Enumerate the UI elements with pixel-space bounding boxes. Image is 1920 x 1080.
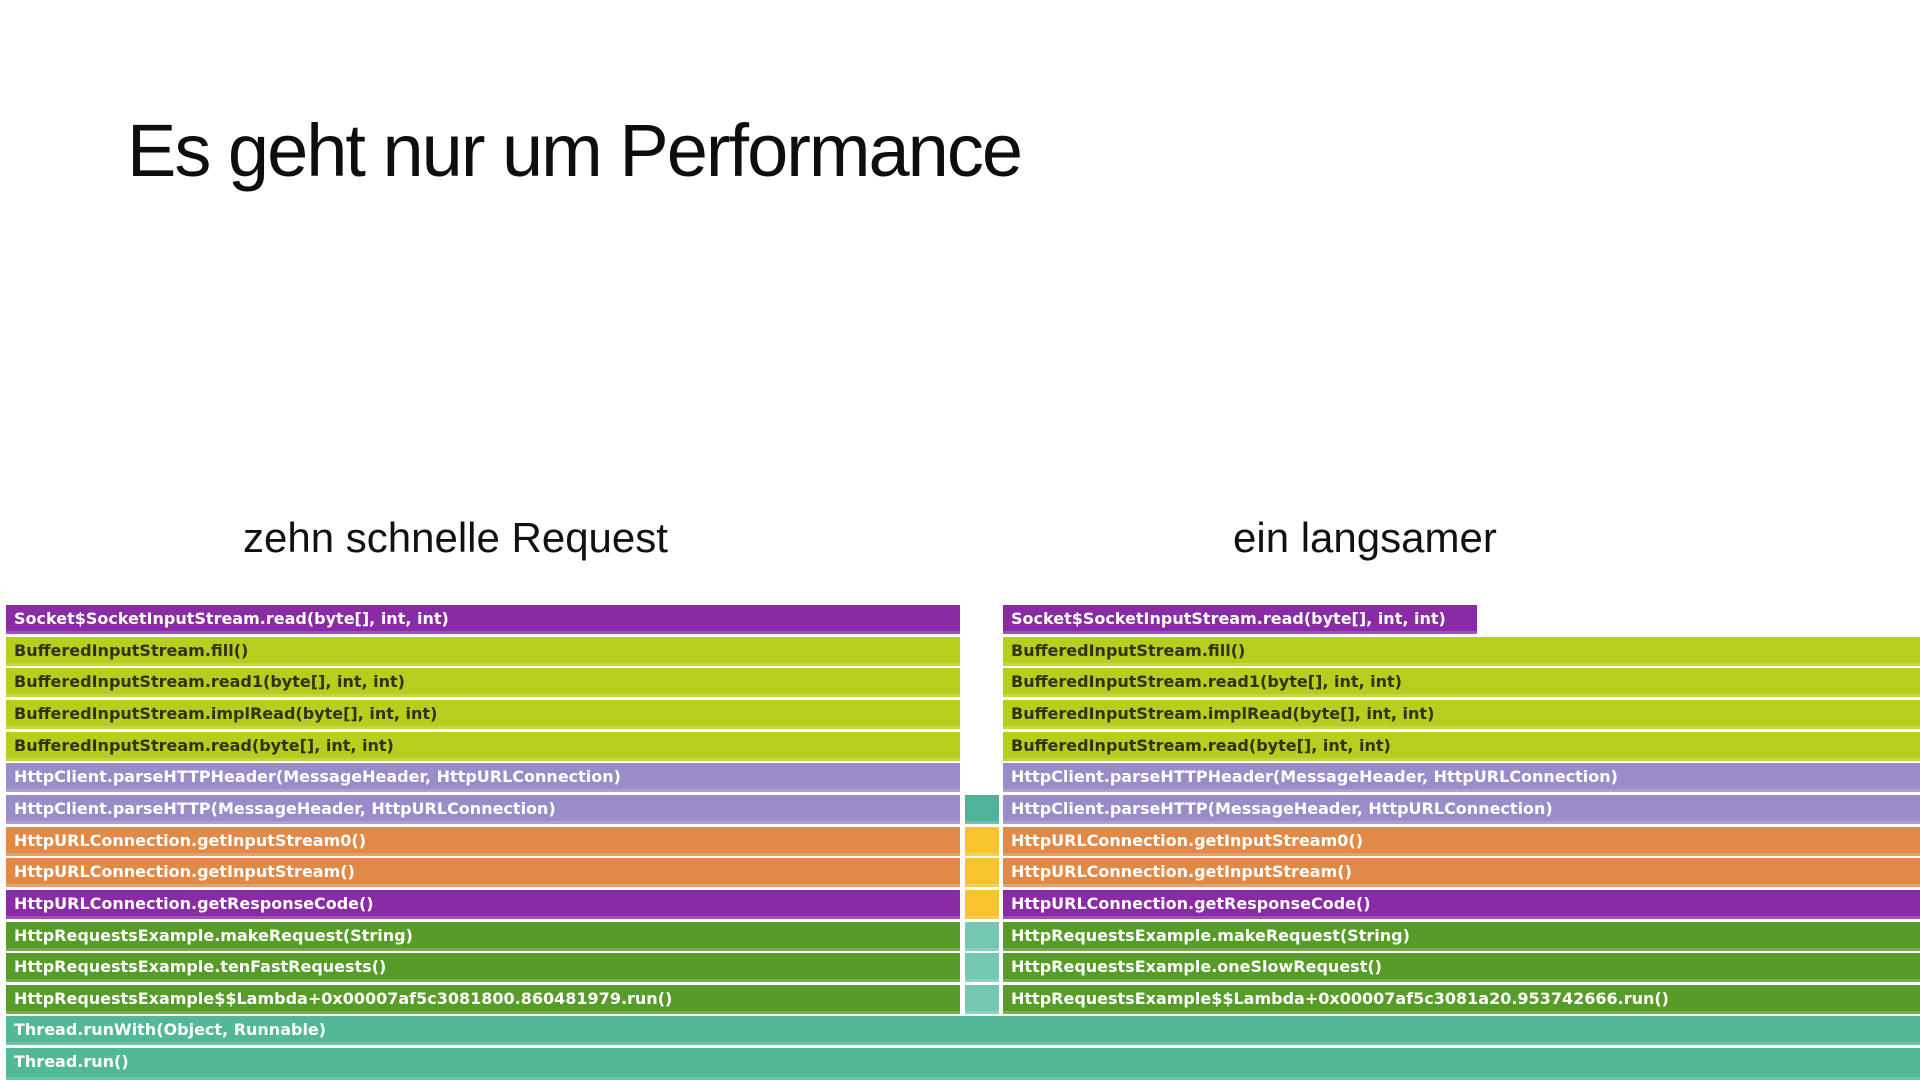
flame-frame-left: HttpClient.parseHTTPHeader(MessageHeader… bbox=[6, 763, 960, 792]
flame-frame-connector bbox=[965, 953, 999, 982]
flame-frame-left: HttpClient.parseHTTP(MessageHeader, Http… bbox=[6, 795, 960, 824]
flame-frame-connector bbox=[965, 795, 999, 824]
flame-frame-right: HttpURLConnection.getResponseCode() bbox=[1003, 890, 1920, 919]
frame-label: HttpClient.parseHTTP(MessageHeader, Http… bbox=[1011, 799, 1553, 818]
frame-label: BufferedInputStream.read(byte[], int, in… bbox=[1011, 736, 1391, 755]
flame-frame-left: HttpRequestsExample$$Lambda+0x00007af5c3… bbox=[6, 985, 960, 1014]
frame-label: HttpRequestsExample$$Lambda+0x00007af5c3… bbox=[14, 989, 673, 1008]
flame-frame-left: HttpURLConnection.getInputStream() bbox=[6, 858, 960, 887]
right-flamegraph-label: ein langsamer bbox=[1233, 514, 1497, 561]
flamegraph: Socket$SocketInputStream.read(byte[], in… bbox=[0, 605, 1920, 1080]
frame-label: HttpURLConnection.getInputStream0() bbox=[1011, 831, 1364, 850]
frame-label: BufferedInputStream.read1(byte[], int, i… bbox=[1011, 672, 1402, 691]
frame-label: BufferedInputStream.implRead(byte[], int… bbox=[14, 704, 438, 723]
frame-label: BufferedInputStream.fill() bbox=[1011, 641, 1246, 660]
frame-label: HttpClient.parseHTTPHeader(MessageHeader… bbox=[14, 767, 621, 786]
flame-frame-right: BufferedInputStream.read(byte[], int, in… bbox=[1003, 732, 1920, 761]
flame-frame-right: HttpClient.parseHTTPHeader(MessageHeader… bbox=[1003, 763, 1920, 792]
frame-label: BufferedInputStream.implRead(byte[], int… bbox=[1011, 704, 1435, 723]
frame-label: HttpURLConnection.getInputStream0() bbox=[14, 831, 367, 850]
frame-label: HttpRequestsExample$$Lambda+0x00007af5c3… bbox=[1011, 989, 1669, 1008]
flame-frame-right: HttpURLConnection.getInputStream0() bbox=[1003, 827, 1920, 856]
flame-frame-left: Socket$SocketInputStream.read(byte[], in… bbox=[6, 605, 960, 634]
flame-frame-connector bbox=[965, 858, 999, 887]
frame-label: HttpRequestsExample.makeRequest(String) bbox=[1011, 926, 1410, 945]
frame-label: HttpURLConnection.getResponseCode() bbox=[14, 894, 374, 913]
frame-label: HttpClient.parseHTTP(MessageHeader, Http… bbox=[14, 799, 556, 818]
flame-frame-left: HttpRequestsExample.tenFastRequests() bbox=[6, 953, 960, 982]
flame-frame-left: HttpRequestsExample.makeRequest(String) bbox=[6, 922, 960, 951]
flame-frame-left: BufferedInputStream.read1(byte[], int, i… bbox=[6, 668, 960, 697]
flame-frame-connector bbox=[965, 890, 999, 919]
left-flamegraph-label: zehn schnelle Request bbox=[243, 514, 668, 561]
flame-frame-right: HttpRequestsExample.oneSlowRequest() bbox=[1003, 953, 1920, 982]
frame-label: HttpRequestsExample.oneSlowRequest() bbox=[1011, 957, 1382, 976]
flame-frame-right: HttpRequestsExample$$Lambda+0x00007af5c3… bbox=[1003, 985, 1920, 1014]
flame-frame-right: Socket$SocketInputStream.read(byte[], in… bbox=[1003, 605, 1477, 634]
flame-frame-right: HttpRequestsExample.makeRequest(String) bbox=[1003, 922, 1920, 951]
flame-frame-right: BufferedInputStream.implRead(byte[], int… bbox=[1003, 700, 1920, 729]
flame-frame-right: HttpClient.parseHTTP(MessageHeader, Http… bbox=[1003, 795, 1920, 824]
flame-frame-right: BufferedInputStream.fill() bbox=[1003, 637, 1920, 666]
flame-frame-shared: Thread.runWith(Object, Runnable) bbox=[6, 1016, 1920, 1045]
flame-frame-left: BufferedInputStream.read(byte[], int, in… bbox=[6, 732, 960, 761]
flame-frame-connector bbox=[965, 922, 999, 951]
frame-label: BufferedInputStream.read1(byte[], int, i… bbox=[14, 672, 405, 691]
flame-frame-left: HttpURLConnection.getResponseCode() bbox=[6, 890, 960, 919]
flame-frame-connector bbox=[965, 985, 999, 1014]
frame-label: BufferedInputStream.fill() bbox=[14, 641, 249, 660]
frame-label: BufferedInputStream.read(byte[], int, in… bbox=[14, 736, 394, 755]
flame-frame-left: BufferedInputStream.fill() bbox=[6, 637, 960, 666]
slide-title: Es geht nur um Performance bbox=[127, 109, 1023, 192]
frame-label: HttpURLConnection.getInputStream() bbox=[1011, 862, 1352, 881]
frame-label: Thread.runWith(Object, Runnable) bbox=[14, 1020, 327, 1039]
flame-frame-left: BufferedInputStream.implRead(byte[], int… bbox=[6, 700, 960, 729]
flame-frame-right: BufferedInputStream.read1(byte[], int, i… bbox=[1003, 668, 1920, 697]
flame-frame-right: HttpURLConnection.getInputStream() bbox=[1003, 858, 1920, 887]
flame-frame-left: HttpURLConnection.getInputStream0() bbox=[6, 827, 960, 856]
frame-label: HttpRequestsExample.makeRequest(String) bbox=[14, 926, 413, 945]
flame-frame-connector bbox=[965, 827, 999, 856]
flame-frame-shared: Thread.run() bbox=[6, 1048, 1920, 1080]
frame-label: HttpClient.parseHTTPHeader(MessageHeader… bbox=[1011, 767, 1618, 786]
frame-label: HttpRequestsExample.tenFastRequests() bbox=[14, 957, 387, 976]
frame-label: Thread.run() bbox=[14, 1052, 129, 1071]
frame-label: Socket$SocketInputStream.read(byte[], in… bbox=[14, 609, 449, 628]
frame-label: Socket$SocketInputStream.read(byte[], in… bbox=[1011, 609, 1446, 628]
frame-label: HttpURLConnection.getInputStream() bbox=[14, 862, 355, 881]
frame-label: HttpURLConnection.getResponseCode() bbox=[1011, 894, 1371, 913]
